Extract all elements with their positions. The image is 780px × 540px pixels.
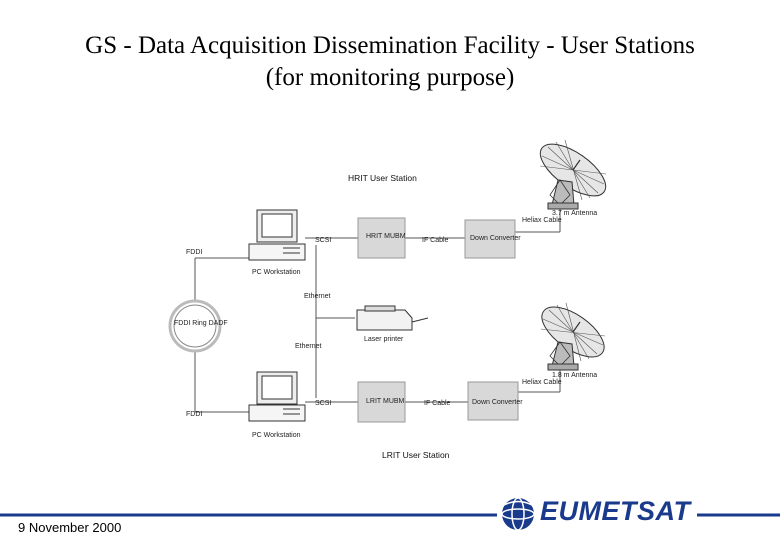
lrit-mubm-label: LRIT MUBM [366,398,405,405]
hrit-station-label: HRIT User Station [348,173,417,183]
down-converter-label-2: Down Converter [472,399,523,406]
hrit-antenna-label: 3.7 m Antenna [552,210,597,217]
lrit-mubm-box [357,381,406,423]
footer-date: 9 November 2000 [18,520,122,535]
down-converter-label-1: Down Converter [470,235,521,242]
eumetsat-logo-text: EUMETSAT [540,496,691,526]
ethernet-label-1: Ethernet [304,293,331,300]
down-converter-box-lower [467,381,519,421]
hrit-mubm-label: HRIT MUBM [366,233,406,240]
scsi-label-1: SCSI [315,237,331,244]
fddi-ring-label: FDDI Ring DADF [174,320,228,327]
down-converter-box-upper [464,219,516,259]
pc-workstation-label-2: PC Workstation [252,432,301,439]
fddi-ring [168,299,222,353]
heliax-cable-label-2: Heliax Cable [522,379,562,386]
hrit-mubm-box [357,217,406,259]
slide-title: GS - Data Acquisition Dissemination Faci… [0,30,780,94]
scsi-label-2: SCSI [315,400,331,407]
pc-workstation-label-1: PC Workstation [252,269,301,276]
pc-workstation-upper [248,209,306,261]
fddi-label-2: FDDI [186,411,202,418]
antenna-lower [540,302,606,371]
ethernet-label-2: Ethernet [295,343,322,350]
if-cable-label-1: IF Cable [422,237,449,244]
connection-lines [194,200,561,413]
antenna-upper [539,139,607,210]
lrit-station-label: LRIT User Station [382,450,450,460]
eumetsat-globe-icon [501,497,535,531]
lrit-antenna-label: 1.8 m Antenna [552,372,597,379]
if-cable-label-2: IF Cable [424,400,451,407]
heliax-cable-text-1: Heliax Cable [522,217,562,224]
pc-workstation-lower [248,371,306,422]
fddi-label-1: FDDI [186,249,202,256]
heliax-cable-text-2: Heliax Cable [522,379,562,386]
heliax-cable-label-1: Heliax Cable [522,217,562,224]
laser-printer-label: Laser printer [364,336,404,343]
title-line-2: (for monitoring purpose) [265,64,515,91]
title-line-1: GS - Data Acquisition Dissemination Faci… [85,32,695,59]
laser-printer [356,305,429,331]
